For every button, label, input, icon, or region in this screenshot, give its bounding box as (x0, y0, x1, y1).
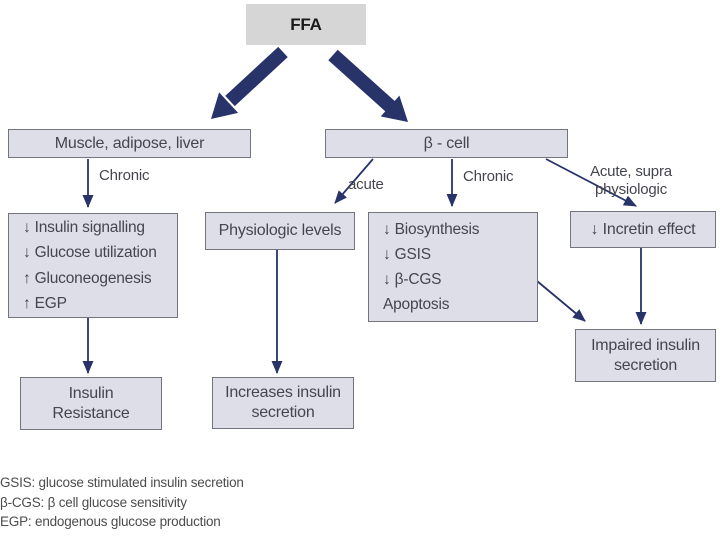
impaired-secretion-line1: Impaired insulin (591, 336, 700, 354)
effect-insulin-signalling: ↓ Insulin signalling (23, 219, 145, 237)
node-muscle-adipose-liver: Muscle, adipose, liver (8, 129, 251, 158)
effect-glucose-utilization: ↓ Glucose utilization (23, 244, 157, 262)
edge-label-chronic-left: Chronic (99, 167, 150, 184)
node-physiologic-label: Physiologic levels (218, 222, 342, 239)
increases-secretion-line1: Increases insulin (225, 384, 341, 401)
edge-label-acute: acute (348, 176, 384, 193)
effect-beta-cgs: ↓ β-CGS (383, 271, 442, 288)
increases-secretion-line2: secretion (251, 404, 315, 421)
abbreviation-legend: GSIS: glucose stimulated insulin secreti… (0, 473, 244, 532)
insulin-resistance-line1: Insulin (68, 384, 114, 402)
arrow-beta-acute-supra (545, 158, 637, 207)
node-impaired-insulin-secretion: Impaired insulin secretion (575, 329, 716, 382)
node-insulin-resistance: Insulin Resistance (20, 377, 162, 430)
legend-gsis: GSIS: glucose stimulated insulin secreti… (0, 475, 244, 490)
node-ffa: FFA (246, 4, 366, 45)
node-incretin-effect: ↓ Incretin effect (570, 211, 716, 248)
edge-label-acute-supra-physiologic: Acute, supra physiologic (577, 163, 685, 199)
node-insulin-effects-list: ↓ Insulin signalling ↓ Glucose utilizati… (8, 213, 178, 318)
effect-biosynthesis: ↓ Biosynthesis (383, 220, 480, 238)
arrow-ffa-to-beta-cell (328, 49, 397, 114)
legend-beta-cgs: β-CGS: β cell glucose sensitivity (0, 494, 187, 510)
insulin-resistance-line2: Resistance (52, 404, 130, 422)
acute-supra-line2: physiologic (594, 181, 667, 198)
effect-gluconeogenesis: ↑ Gluconeogenesis (23, 269, 152, 287)
node-physiologic-levels: Physiologic levels (205, 212, 355, 250)
effect-gsis: ↓ GSIS (383, 245, 431, 263)
arrowhead-ffa-to-beta-cell (380, 95, 408, 122)
node-beta-cell: β - cell (325, 129, 568, 158)
node-beta-effects-list: ↓ Biosynthesis ↓ GSIS ↓ β-CGS Apoptosis (368, 212, 538, 322)
node-increases-insulin-secretion: Increases insulin secretion (212, 377, 354, 429)
acute-supra-line1: Acute, supra (590, 163, 672, 180)
impaired-secretion-line2: secretion (613, 356, 678, 374)
arrowhead-ffa-to-muscle (211, 92, 239, 119)
arrow-beta-effects-to-impaired (536, 280, 586, 322)
node-muscle-label: Muscle, adipose, liver (54, 134, 205, 152)
node-ffa-label: FFA (290, 14, 322, 34)
node-beta-cell-label: β - cell (423, 134, 470, 152)
edge-label-chronic-right: Chronic (463, 168, 514, 185)
arrow-beta-acute (334, 158, 374, 204)
legend-egp: EGP: endogenous glucose production (0, 514, 221, 529)
arrow-ffa-to-muscle (225, 46, 288, 107)
effect-egp: ↑ EGP (23, 294, 67, 312)
effect-apoptosis: Apoptosis (383, 296, 450, 314)
node-incretin-label: ↓ Incretin effect (590, 220, 696, 238)
